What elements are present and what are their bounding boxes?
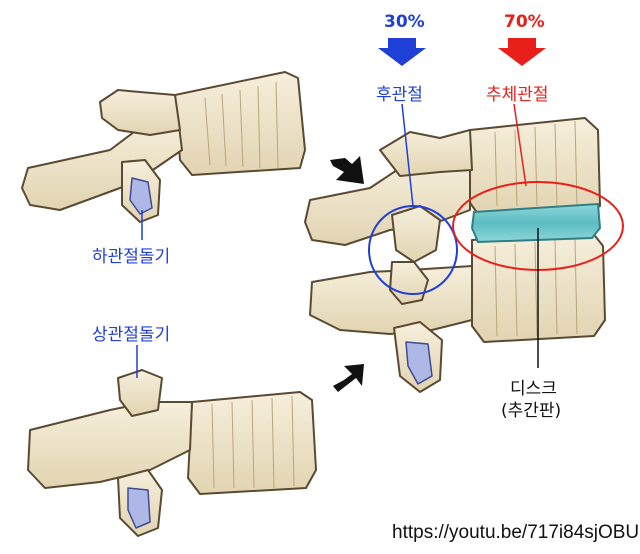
posterior-joint-percent: 30% xyxy=(384,12,425,32)
right-lower-facet-cartilage xyxy=(405,341,433,385)
body-load-arrow-icon xyxy=(498,38,546,66)
posterior-joint-label: 후관절 xyxy=(376,85,423,105)
right-upper-vertebral-body xyxy=(467,117,601,215)
upper-left-vertebral-body xyxy=(174,71,306,176)
disc-sub-label: (추간판) xyxy=(501,401,562,421)
right-body-striations xyxy=(494,120,578,337)
right-upper-pedicle xyxy=(379,129,473,177)
arrow-up-right-icon xyxy=(333,364,364,392)
lower-left-superior-articular-process xyxy=(117,369,163,417)
inferior-articular-process-label: 하관절돌기 xyxy=(92,247,171,267)
lower-left-vertebral-body xyxy=(187,391,317,495)
upper-left-vertebra xyxy=(21,71,306,223)
superior-articular-process-label: 상관절돌기 xyxy=(92,325,171,345)
right-vertebral-column xyxy=(304,117,606,393)
lower-left-facet-cartilage xyxy=(127,487,151,529)
intervertebral-disc xyxy=(470,202,602,244)
upper-left-body-striations xyxy=(204,81,279,169)
facet-joint-pointer xyxy=(401,103,414,207)
lower-left-body-striations xyxy=(211,395,295,489)
upper-left-pedicle xyxy=(99,89,181,136)
body-joint-label: 추체관절 xyxy=(486,85,549,105)
right-lower-spinous-process xyxy=(309,265,473,335)
lower-left-spinous-process xyxy=(27,401,193,489)
upper-left-inferior-facet-cartilage xyxy=(129,177,153,215)
body-joint-pointer xyxy=(513,103,527,187)
posterior-load-arrow-icon xyxy=(378,38,426,66)
disc-label: 디스크 xyxy=(510,379,557,399)
right-upper-inferior-process xyxy=(391,205,441,263)
body-joint-percent: 70% xyxy=(504,12,545,32)
arrow-down-right-icon xyxy=(330,156,364,184)
source-url: https://youtu.be/717i84sjOBU xyxy=(392,522,640,543)
lower-left-vertebra xyxy=(27,369,317,537)
